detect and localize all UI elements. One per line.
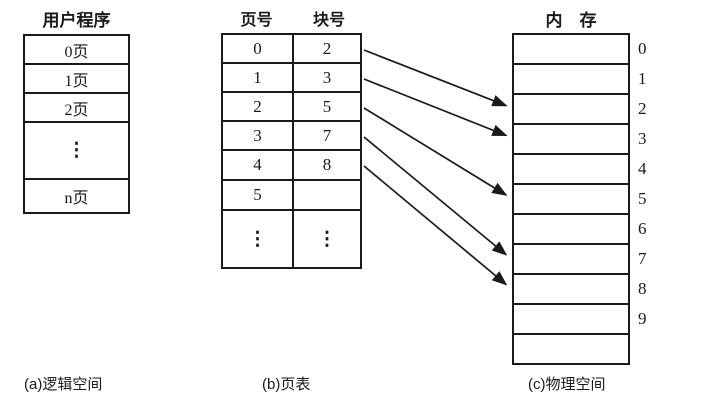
frame-number-label: 2 <box>638 99 647 118</box>
mapping-arrow <box>363 136 508 256</box>
page-number-cell: 5 <box>223 181 294 209</box>
page-number-header: 页号 <box>240 12 273 29</box>
frame-number-label: 1 <box>638 69 647 88</box>
logical-page-cell: 1页 <box>25 65 128 94</box>
caption-physical-space: (c)物理空间 <box>528 376 606 393</box>
page-number-cell: 1 <box>223 64 294 91</box>
mapping-arrow <box>363 165 508 286</box>
memory-frame-cell: 1 <box>514 65 647 95</box>
page-table-row: ⋮⋮ <box>223 211 360 267</box>
block-number-cell: 8 <box>322 155 332 174</box>
page-number-cell: 2 <box>223 93 294 120</box>
caption-page-table: (b)页表 <box>262 376 311 393</box>
page-table-row: 5 <box>223 181 360 211</box>
memory-frame-cell: 5 <box>514 185 647 215</box>
frame-number-label: 4 <box>638 159 647 178</box>
frame-number-label: 6 <box>638 219 647 238</box>
page-number-cell: 4 <box>223 151 294 179</box>
frame-number-label: 3 <box>638 129 647 148</box>
block-number-cell: 2 <box>322 38 332 58</box>
memory-frame-cell: 2 <box>514 95 647 125</box>
memory-frame-cell: 3 <box>514 125 647 155</box>
page-number-cell: 3 <box>223 122 294 149</box>
mapping-arrow <box>363 78 508 137</box>
mapping-arrow <box>363 107 508 196</box>
memory-frame-cell: 7 <box>514 245 647 275</box>
logical-page-cell: n页 <box>64 190 89 207</box>
memory-frame-cell: 4 <box>514 155 647 185</box>
logical-page-cell: 2页 <box>25 94 128 123</box>
frame-number-label: 9 <box>638 309 647 328</box>
frame-number-label: 8 <box>638 279 647 298</box>
block-number-header: 块号 <box>312 12 345 29</box>
frame-number-label: 7 <box>638 249 647 268</box>
memory-frame-cell: 8 <box>514 275 647 305</box>
frame-number-label: 0 <box>638 39 647 58</box>
memory-frame-cell <box>514 335 628 363</box>
mapping-arrow <box>363 49 508 107</box>
logical-space-title: 用户程序 <box>42 11 111 30</box>
memory-frame-cell: 6 <box>514 215 647 245</box>
block-number-cell: 7 <box>322 125 332 145</box>
frame-number-label: 5 <box>638 189 647 208</box>
block-number-cell: 5 <box>322 96 332 116</box>
memory-frame-cell: 9 <box>514 305 647 335</box>
logical-page-cell: ⋮ <box>25 123 128 180</box>
caption-logical-space: (a)逻辑空间 <box>24 376 103 393</box>
block-number-cell <box>294 181 360 209</box>
page-number-cell: ⋮ <box>223 211 294 267</box>
memory-title: 内 存 <box>545 11 597 30</box>
block-number-cell: ⋮ <box>317 228 337 250</box>
memory-frame-cell: 0 <box>514 35 647 65</box>
physical-memory-table: 0 1 2 3 4 5 6 7 8 9 <box>512 33 647 365</box>
logical-page-cell: 0页 <box>25 36 128 65</box>
block-number-cell: 3 <box>322 67 332 87</box>
page-number-cell: 0 <box>223 35 294 62</box>
